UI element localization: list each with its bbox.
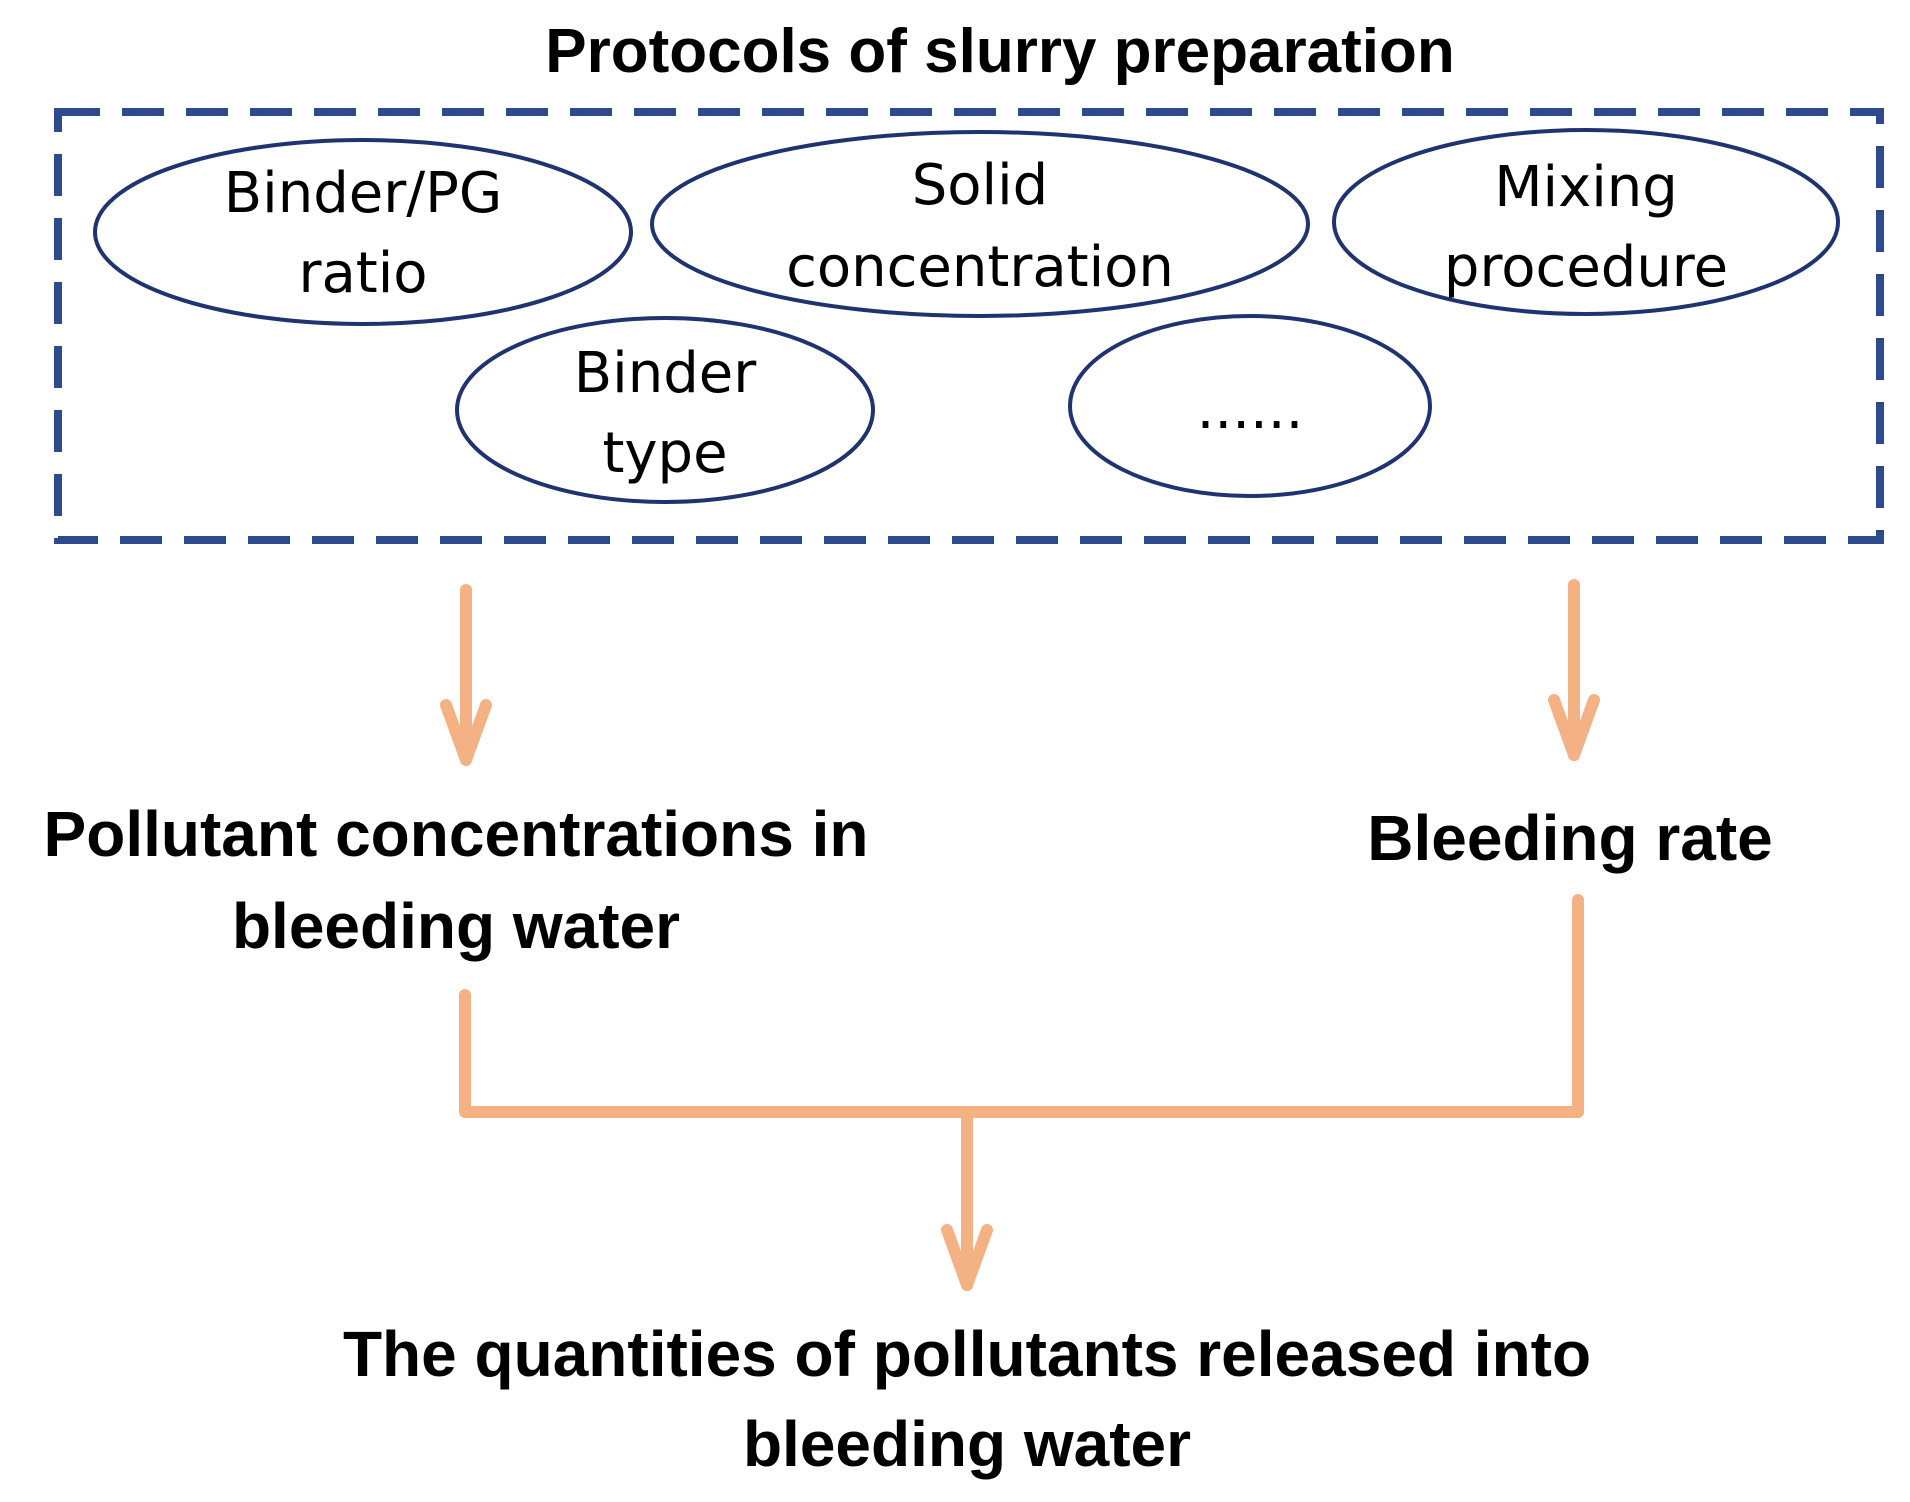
factor-oval [650,130,1310,318]
factor-label-line2: procedure [1444,235,1728,300]
protocols-box [54,108,1884,544]
factor-label-line2: type [602,421,727,486]
factor-label-line2: concentration [786,235,1174,300]
pollutant-concentrations-label-line2: bleeding water [232,890,680,962]
factor-more: ...... [1068,314,1432,498]
factor-ellipsis: ...... [1197,377,1304,442]
factor-label-line1: Mixing [1494,155,1678,220]
pollutant-concentrations-label-line1: Pollutant concentrations in [44,798,869,870]
bleeding-rate-label: Bleeding rate [1367,802,1772,874]
factor-oval [1068,314,1432,498]
factor-label-line1: Binder [574,341,757,406]
factor-oval [455,316,875,504]
factor-binder-type: Binder type [455,316,875,504]
final-outcome-label-line2: bleeding water [743,1408,1191,1480]
final-outcome-label-line1: The quantities of pollutants released in… [343,1318,1591,1390]
diagram-title: Protocols of slurry preparation [545,17,1455,86]
factor-solid-concentration: Solid concentration [650,130,1310,318]
factor-binder-pg-ratio: Binder/PG ratio [93,138,633,326]
factor-label-line1: Solid [912,153,1048,218]
merge-connector [459,894,1584,1291]
arrow-to-pollutant-concentrations [440,584,492,766]
arrow-to-bleeding-rate [1548,579,1600,761]
factor-label-line2: ratio [298,241,427,306]
factor-oval [1332,128,1840,316]
factor-mixing-procedure: Mixing procedure [1332,128,1840,316]
factor-label-line1: Binder/PG [224,161,503,226]
factor-oval [93,138,633,326]
